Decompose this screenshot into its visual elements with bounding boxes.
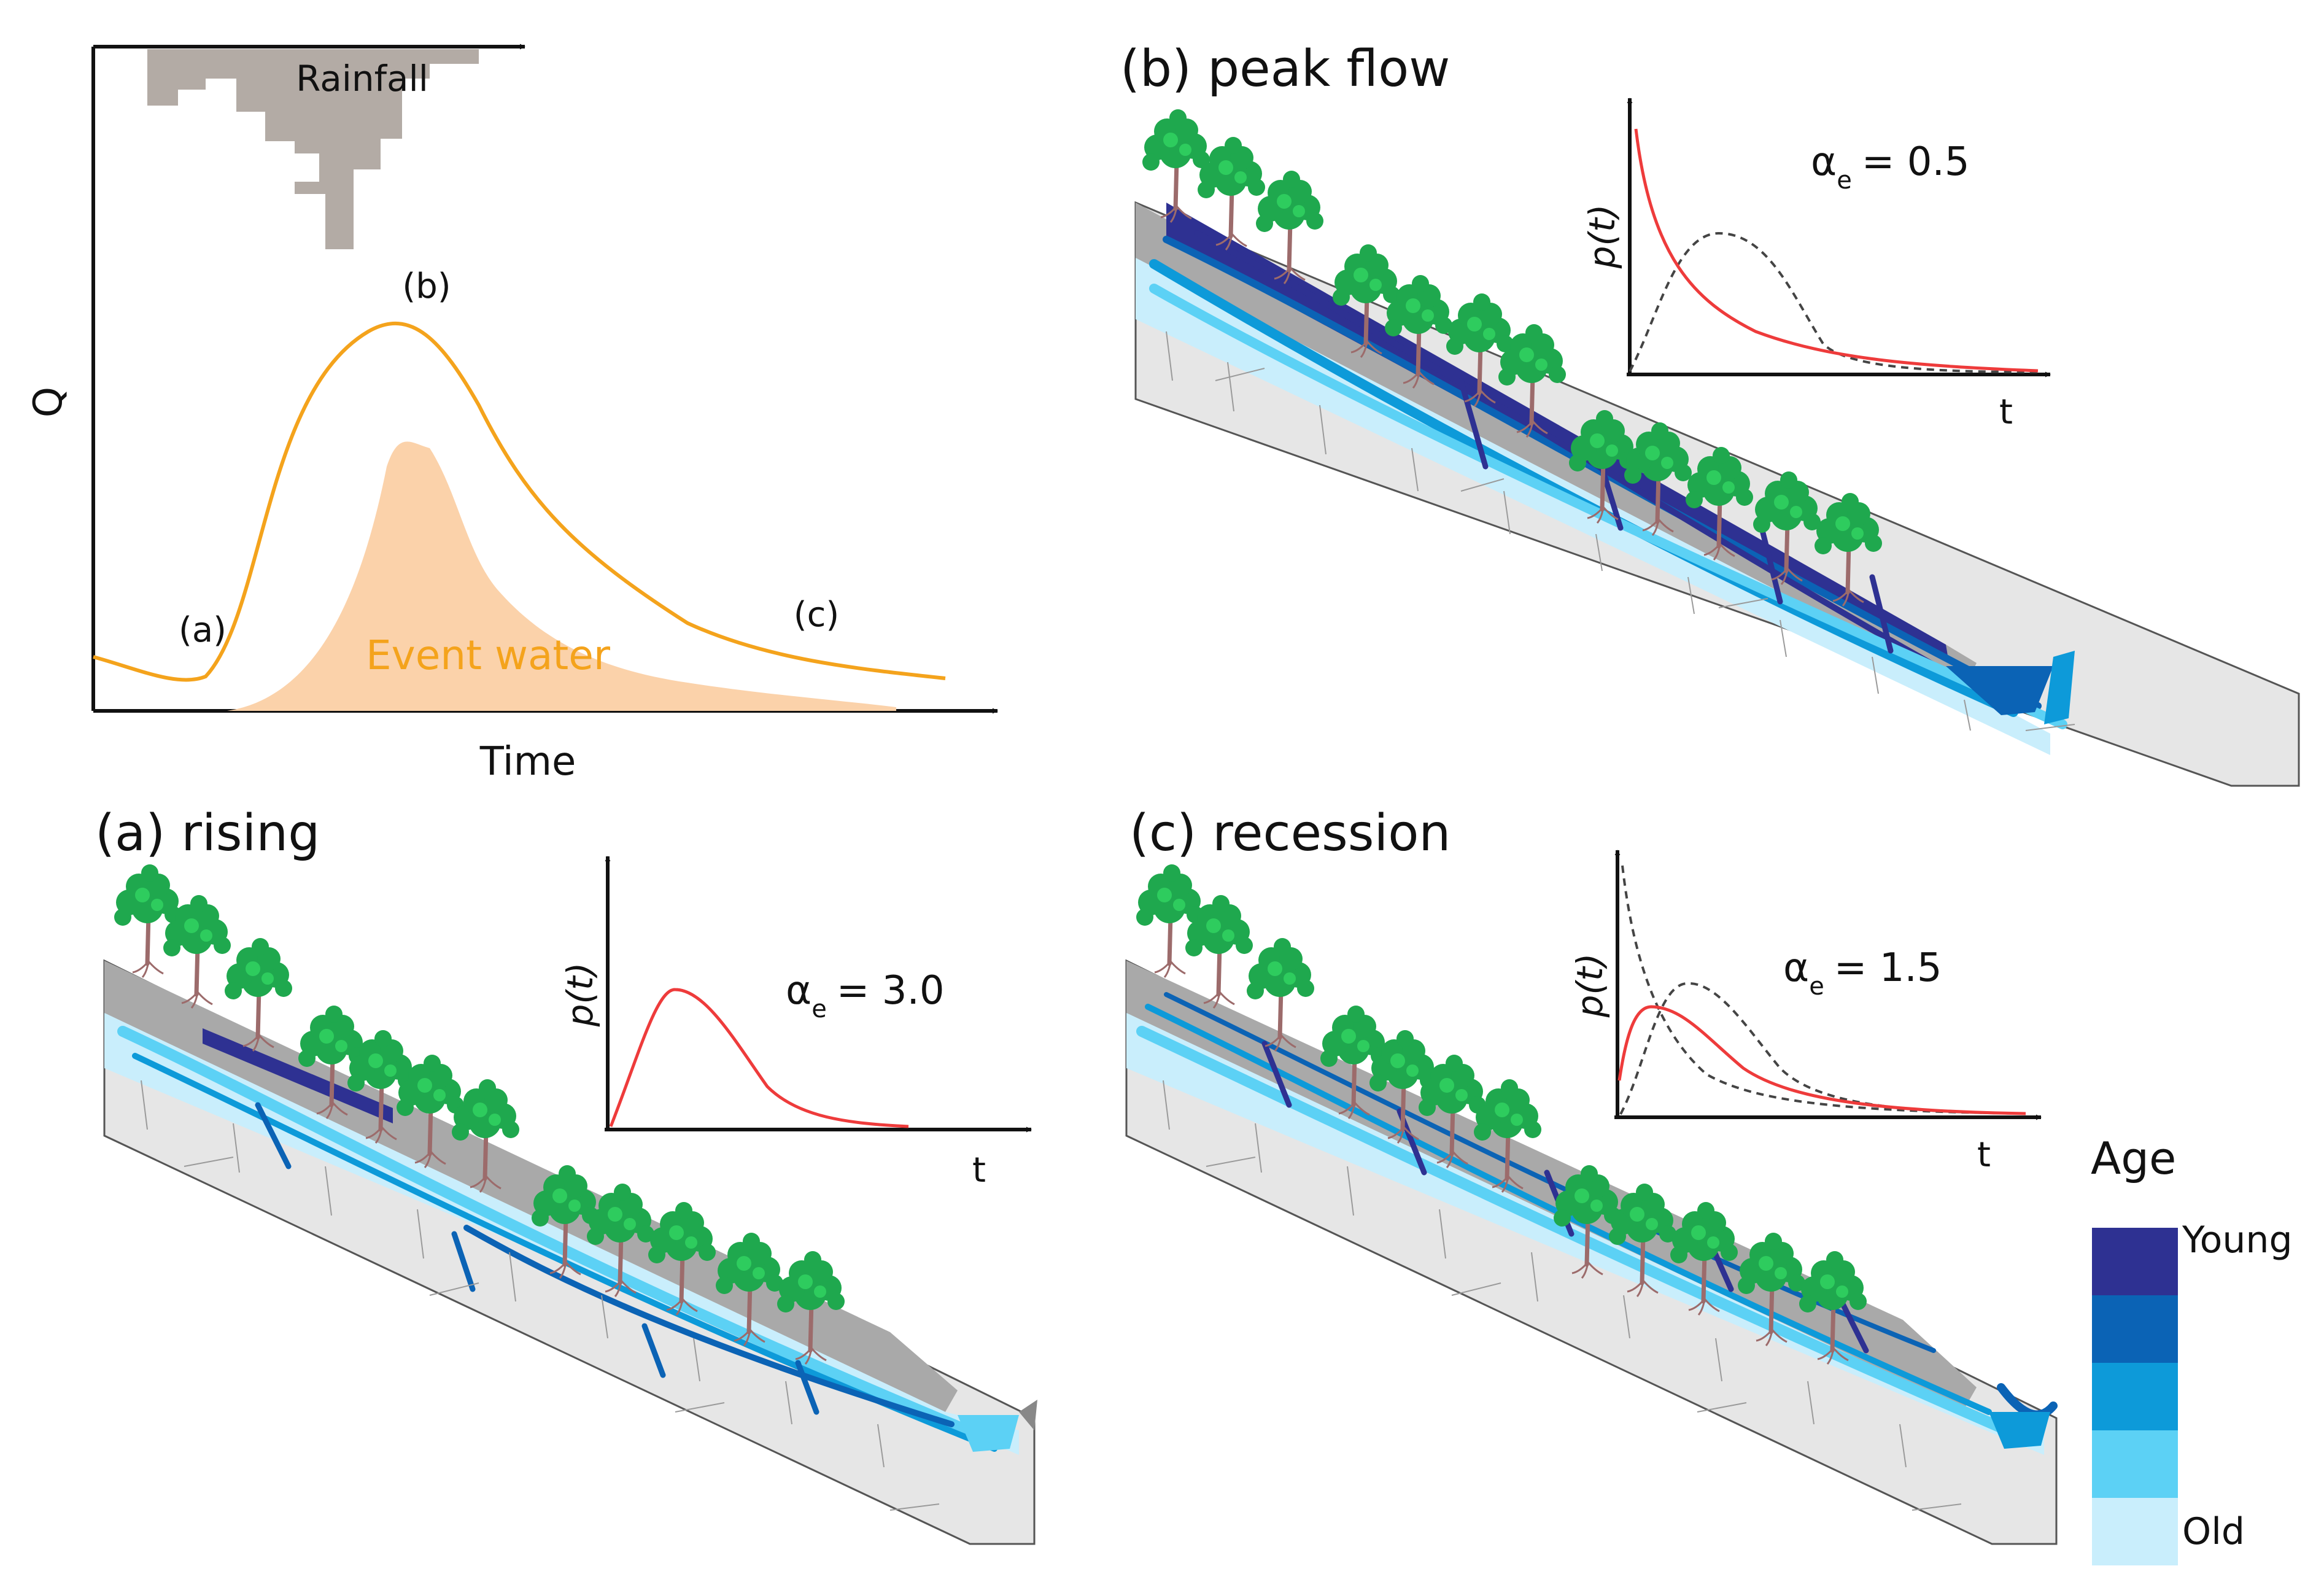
x-axis-label: Time <box>479 739 576 785</box>
legend-color-band <box>2092 1363 2178 1430</box>
bedrock-fractures <box>1163 1080 1962 1511</box>
bedrock-fractures <box>141 1080 940 1511</box>
streamflow-curve <box>93 321 946 682</box>
panel-title: (a) rising <box>95 804 320 863</box>
panel-peak-flow: (b) peak flow <box>1120 40 2300 787</box>
marker-c: (c) <box>794 595 839 635</box>
pdf-curve <box>609 988 909 1128</box>
bedrock-fractures <box>1166 331 2075 731</box>
pdf-curve <box>1617 1005 2026 1115</box>
stream-channel <box>1946 666 2053 715</box>
pdf-y-label: p(t) <box>559 963 601 1028</box>
pdf-x-label: t <box>1999 392 2013 432</box>
event-water-area <box>227 441 896 711</box>
legend-color-band <box>2092 1498 2178 1565</box>
tree-icon <box>1136 864 1204 977</box>
travel-time-pdf-inset: p(t) t αe= 3.0 <box>559 856 1032 1190</box>
travel-time-pdf-inset: p(t) t αe= 1.5 <box>1569 850 2042 1175</box>
age-legend: Age Young Old <box>2091 1133 2293 1565</box>
hillslope-cross-section <box>1134 109 2300 787</box>
tree-icon <box>1142 109 1210 222</box>
pdf-x-label: t <box>972 1150 986 1190</box>
hillslope-cross-section <box>103 864 1037 1545</box>
stream-bank <box>1019 1400 1037 1430</box>
legend-old-label: Old <box>2182 1510 2245 1553</box>
hydrograph: Rainfall Event water (a) (b) (c) Q Time <box>26 44 998 785</box>
event-water-label: Event water <box>366 632 611 679</box>
y-axis-label: Q <box>26 387 71 417</box>
reference-pdf-curve-fast <box>1621 865 2026 1115</box>
age-color-scale <box>2092 1228 2178 1565</box>
young-water-layer <box>203 1028 393 1123</box>
soil-layer <box>104 961 958 1412</box>
panel-recession: (c) recession <box>1125 804 2058 1545</box>
rainfall-hyetograph <box>147 49 479 249</box>
stream-channel <box>958 1415 1019 1452</box>
pdf-curve <box>1634 128 2039 373</box>
panel-title: (b) peak flow <box>1120 40 1450 98</box>
legend-color-band <box>2092 1430 2178 1498</box>
stream-channel <box>1989 1412 2050 1449</box>
saturated-zone <box>104 1013 1019 1455</box>
alpha-parameter: αe= 3.0 <box>786 968 945 1023</box>
marker-a: (a) <box>179 610 227 650</box>
pdf-y-label: p(t) <box>1581 204 1623 269</box>
rainfall-label: Rainfall <box>296 58 428 99</box>
legend-color-band <box>2092 1295 2178 1363</box>
tree-icon <box>114 864 182 977</box>
pdf-y-label: p(t) <box>1569 953 1611 1018</box>
groundwater-flowpaths <box>1149 230 2067 729</box>
legend-color-band <box>2092 1228 2178 1295</box>
marker-b: (b) <box>402 266 451 306</box>
alpha-parameter: αe= 0.5 <box>1811 139 1970 195</box>
legend-title: Age <box>2091 1133 2176 1184</box>
groundwater-flowpaths <box>117 1026 997 1452</box>
legend-young-label: Young <box>2182 1219 2293 1262</box>
pdf-x-label: t <box>1977 1135 1991 1175</box>
travel-time-pdf-inset: p(t) t αe= 0.5 <box>1581 98 2051 432</box>
hillslope-cross-section <box>1125 864 2058 1545</box>
young-water-layer <box>1166 203 1949 663</box>
alpha-parameter: αe= 1.5 <box>1783 945 1942 1001</box>
panel-rising: (a) rising <box>95 804 1037 1545</box>
stream-bank <box>2044 651 2075 724</box>
panel-title: (c) recession <box>1129 804 1451 863</box>
